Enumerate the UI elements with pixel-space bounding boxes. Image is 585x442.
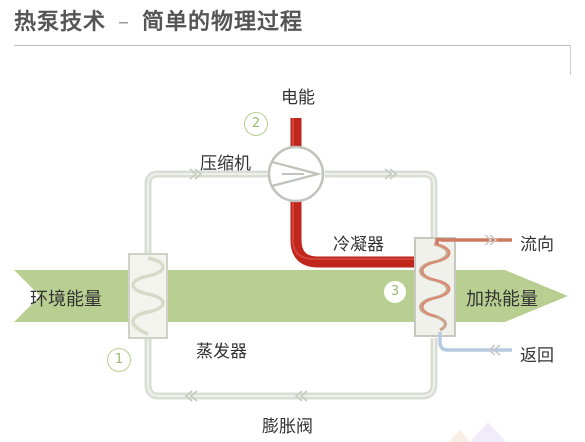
return-flow-arrow: [487, 344, 501, 356]
flow-out-label: 流向: [520, 235, 554, 255]
condenser-unit: [414, 237, 456, 337]
refrigerant-loop-highlight: [147, 173, 435, 397]
step-marker-evaporator: 1: [107, 348, 131, 372]
step-marker-condenser: 3: [383, 280, 407, 304]
header-divider: [14, 45, 570, 46]
evaporator-label: 蒸发器: [196, 342, 247, 362]
title-main: 热泵技术: [14, 10, 107, 35]
heating-energy-label: 加热能量: [466, 289, 538, 310]
condenser-label: 冷凝器: [333, 235, 384, 255]
compressor-symbol: [267, 145, 325, 203]
header-divider-edge: [570, 45, 571, 75]
expansion-valve-label: 膨胀阀: [262, 417, 313, 437]
return-water-pipe: [438, 332, 512, 352]
page-title: 热泵技术–简单的物理过程: [14, 4, 303, 36]
hot-water-pipe: [435, 237, 512, 244]
title-sub: 简单的物理过程: [142, 10, 304, 35]
step-marker-compressor: 2: [244, 112, 268, 136]
corner-decoration: [448, 422, 506, 442]
ambient-energy-label: 环境能量: [30, 289, 102, 310]
evaporator-unit: [128, 253, 168, 339]
flow-out-arrow: [484, 234, 498, 246]
title-separator: –: [118, 10, 131, 35]
compressor-label: 压缩机: [200, 154, 251, 174]
loop-flow-arrows: [184, 168, 398, 402]
electric-energy-label: 电能: [281, 88, 315, 108]
return-label: 返回: [520, 346, 554, 366]
